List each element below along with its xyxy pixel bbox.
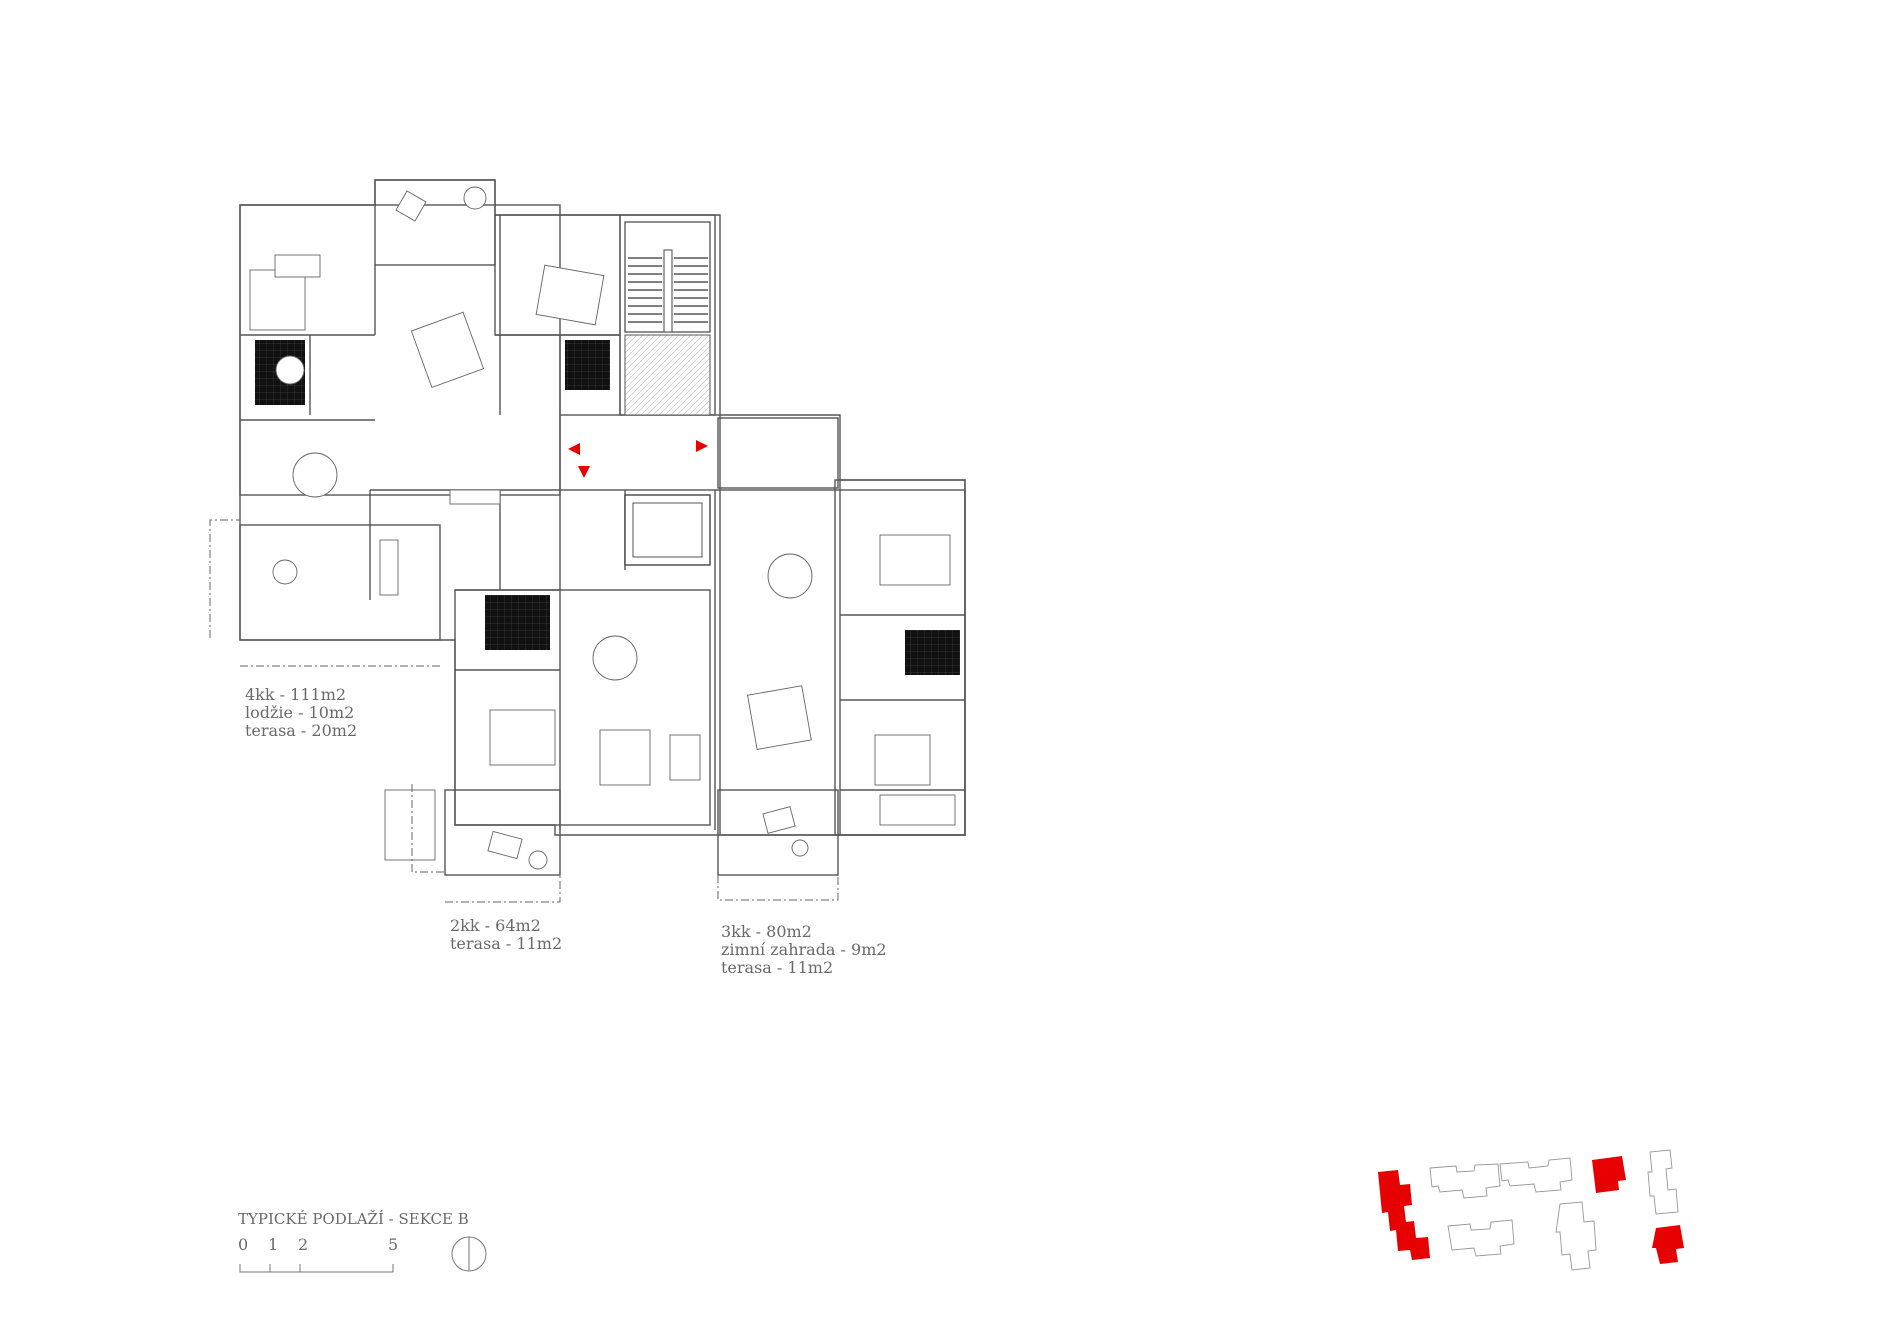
unit-label-line: 4kk - 111m2 xyxy=(245,685,346,704)
site-building-outline xyxy=(1647,1149,1679,1215)
bathroom-2kk xyxy=(485,595,550,650)
winter-garden-3kk xyxy=(717,417,839,489)
scale-label: 1 xyxy=(268,1235,278,1254)
site-highlight-section xyxy=(1378,1170,1430,1260)
unit-label-line: lodžie - 10m2 xyxy=(245,703,354,722)
unit-label-3kk: 3kk - 80m2 zimní zahrada - 9m2 terasa - … xyxy=(721,922,887,977)
furniture xyxy=(249,186,956,870)
terrace-outlines xyxy=(209,519,839,903)
floor-plan xyxy=(209,179,966,903)
site-building-outline xyxy=(1499,1157,1573,1193)
unit-label-line: 2kk - 64m2 xyxy=(450,916,541,935)
site-key-plan xyxy=(1378,1149,1684,1271)
bathroom-3kk xyxy=(905,630,960,675)
scale-label: 0 xyxy=(238,1235,248,1254)
scale-bar: 0 1 2 5 xyxy=(238,1235,398,1273)
entry-arrow-icon xyxy=(568,440,708,478)
bathroom-4kk-2 xyxy=(565,340,610,390)
staircase xyxy=(624,221,711,416)
elevator-shaft xyxy=(624,494,711,566)
site-highlight-section xyxy=(1592,1156,1626,1193)
unit-label-2kk: 2kk - 64m2 terasa - 11m2 xyxy=(450,916,562,953)
scale-label: 5 xyxy=(388,1235,398,1254)
terrace-2kk xyxy=(444,789,561,876)
interior-walls xyxy=(240,215,965,835)
unit-label-line: terasa - 20m2 xyxy=(245,721,357,740)
unit-label-4kk: 4kk - 111m2 lodžie - 10m2 terasa - 20m2 xyxy=(245,685,357,740)
unit-label-line: terasa - 11m2 xyxy=(450,934,562,953)
terrace-3kk xyxy=(717,789,839,876)
scale-label: 2 xyxy=(298,1235,308,1254)
site-building-outline xyxy=(1555,1201,1597,1271)
north-arrow-icon xyxy=(451,1236,487,1272)
terrace-4kk xyxy=(239,524,441,641)
unit-label-line: 3kk - 80m2 xyxy=(721,922,812,941)
drawing-title: TYPICKÉ PODLAŽÍ - SEKCE B xyxy=(238,1210,469,1228)
site-building-outline xyxy=(1447,1219,1515,1257)
corridor xyxy=(559,414,721,491)
unit-label-line: terasa - 11m2 xyxy=(721,958,833,977)
site-building-outline xyxy=(1429,1163,1501,1199)
site-highlight-section xyxy=(1652,1225,1684,1264)
unit-label-line: zimní zahrada - 9m2 xyxy=(721,940,887,959)
